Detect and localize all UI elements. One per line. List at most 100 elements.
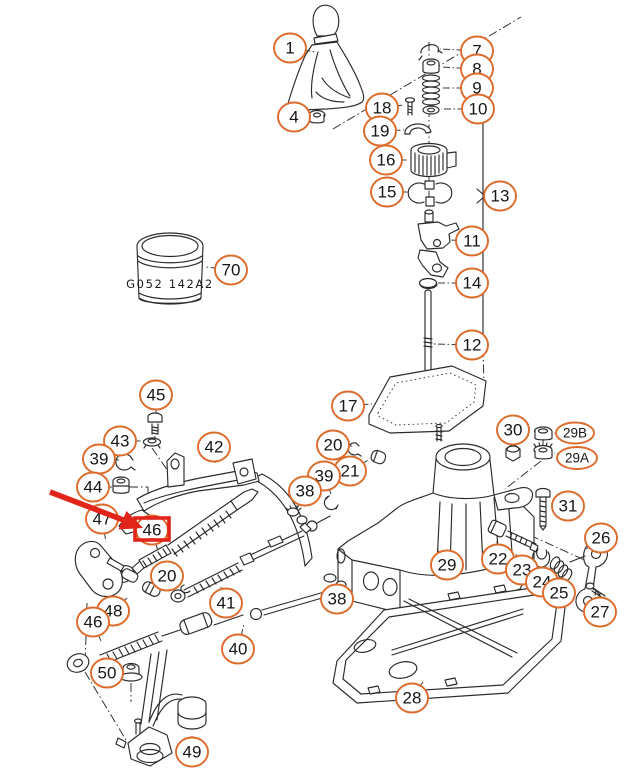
callout-circle	[76, 606, 110, 638]
callout-38-43[interactable]: 38	[320, 583, 354, 615]
callout-17-15[interactable]: 17	[331, 390, 373, 422]
callout-20-21[interactable]: 20	[316, 429, 353, 461]
callout-21-22[interactable]: 21	[333, 455, 371, 487]
callout-30-27[interactable]: 30	[496, 414, 530, 447]
callout-circle	[150, 560, 184, 592]
callout-circle	[496, 414, 530, 446]
callout-circle	[555, 421, 595, 445]
callout-15-9[interactable]: 15	[370, 176, 409, 208]
callout-number: 11	[463, 232, 481, 251]
callout-number: 26	[592, 529, 611, 548]
callout-29B-28[interactable]: 29B	[553, 421, 595, 445]
callout-45-16[interactable]: 45	[139, 379, 173, 414]
callout-18-6[interactable]: 18	[365, 92, 404, 124]
callout-25-35[interactable]: 25	[542, 577, 576, 609]
callout-14-12[interactable]: 14	[438, 267, 489, 299]
callout-70-14[interactable]: 70	[205, 254, 248, 286]
callout-4-1[interactable]: 4	[277, 101, 311, 133]
callout-circle	[455, 225, 489, 257]
annotation-highlight	[49, 489, 171, 542]
callout-11-11[interactable]: 11	[448, 225, 489, 257]
callout-39-18[interactable]: 39	[82, 443, 120, 475]
callout-circle	[90, 657, 124, 689]
container-label: G052 142A2	[126, 277, 214, 291]
callout-circle	[455, 329, 489, 361]
callout-circle	[197, 431, 231, 463]
callout-circle	[221, 633, 255, 665]
shift-cable-middle	[170, 515, 331, 603]
callout-number: 13	[491, 187, 510, 206]
callout-number: 19	[371, 122, 390, 141]
callout-number: 49	[183, 743, 202, 762]
callout-number: 21	[341, 462, 360, 481]
callout-circle	[430, 549, 464, 581]
callout-number: 46	[143, 521, 162, 540]
mid-small-parts	[285, 442, 387, 525]
callout-16-8[interactable]: 16	[369, 144, 409, 176]
gasket-plate	[368, 365, 487, 434]
callout-number: 39	[90, 450, 109, 469]
callout-number: 38	[328, 590, 347, 609]
callout-circle	[583, 596, 617, 628]
callout-12-13[interactable]: 12	[433, 329, 489, 361]
callout-circle	[288, 475, 322, 507]
callout-46-40[interactable]: 46	[76, 606, 110, 642]
shift-knob-boot	[288, 4, 365, 111]
callout-circle	[395, 682, 429, 714]
callout-20-38[interactable]: 20	[150, 560, 184, 592]
callout-43-17[interactable]: 43	[103, 425, 144, 457]
callout-circle	[455, 267, 489, 299]
callout-circle	[214, 254, 248, 286]
callout-28-45[interactable]: 28	[395, 681, 429, 714]
relay-crank	[74, 540, 161, 598]
callout-circle	[316, 429, 350, 461]
callout-50-44[interactable]: 50	[90, 657, 125, 689]
callout-circle	[542, 577, 576, 609]
callout-27-36[interactable]: 27	[583, 596, 617, 628]
knob-nut	[308, 109, 326, 124]
callout-number: 70	[222, 261, 241, 280]
callout-circle	[209, 587, 243, 619]
callout-29-37[interactable]: 29	[430, 548, 464, 581]
callout-number: 42	[205, 438, 224, 457]
callout-circle	[331, 390, 365, 422]
callout-number: 18	[373, 99, 392, 118]
callout-1-0[interactable]: 1	[273, 32, 317, 64]
callout-number: 28	[403, 689, 422, 708]
shifter-housing	[252, 423, 535, 614]
callout-circle	[320, 583, 354, 615]
callout-number: 20	[158, 567, 177, 586]
gear-oil-container: G052 142A2	[126, 232, 214, 305]
callout-circle	[103, 425, 137, 457]
callout-number: 46	[84, 613, 103, 632]
callout-38-24[interactable]: 38	[288, 475, 322, 510]
callout-31-30[interactable]: 31	[550, 490, 585, 522]
callout-number: 10	[469, 100, 488, 119]
callout-41-41[interactable]: 41	[209, 586, 243, 619]
callout-circle	[483, 180, 517, 212]
callout-number: 1	[285, 39, 294, 58]
callout-26-31[interactable]: 26	[584, 522, 618, 554]
callout-number: 29B	[563, 426, 587, 441]
callout-number: 9	[472, 79, 481, 98]
callout-number: 4	[289, 108, 298, 127]
callout-circle	[273, 32, 307, 64]
callout-circle	[175, 736, 209, 768]
callout-19-7[interactable]: 19	[363, 115, 405, 147]
callout-number: 29	[438, 556, 457, 575]
callout-42-20[interactable]: 42	[197, 431, 231, 464]
callout-10-5[interactable]: 10	[441, 93, 495, 125]
callout-number: 50	[98, 664, 117, 683]
callout-number: 7	[472, 42, 481, 61]
highlight-arrow-head	[118, 511, 143, 530]
callout-40-42[interactable]: 40	[221, 623, 255, 665]
callout-number: 38	[296, 482, 315, 501]
callout-49-46[interactable]: 49	[175, 736, 209, 768]
callout-29A-29[interactable]: 29A	[553, 446, 598, 470]
callout-44-19[interactable]: 44	[76, 471, 112, 503]
callout-13-10[interactable]: 13	[483, 180, 517, 212]
highlight-box-46	[133, 516, 171, 542]
callout-number: 44	[84, 478, 103, 497]
callout-46-26[interactable]: 46	[135, 514, 169, 552]
